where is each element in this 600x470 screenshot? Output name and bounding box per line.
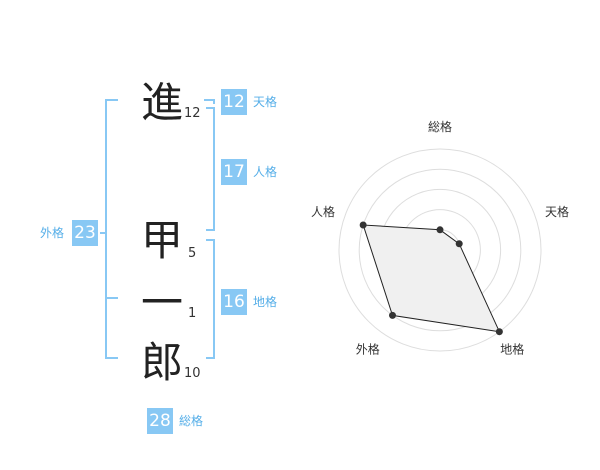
chikaku-bracket	[206, 239, 215, 359]
jinkaku-bracket	[206, 107, 215, 231]
radar-axis-label-0: 総格	[428, 119, 452, 134]
name-char-2: 甲	[141, 216, 184, 265]
radar-point-4	[359, 221, 367, 229]
jinkaku-label: 人格	[253, 165, 278, 179]
radar-points	[359, 221, 503, 336]
name-char-3: 一	[141, 278, 184, 327]
chikaku-value: 16	[221, 289, 247, 315]
gaikaku-value: 23	[72, 220, 98, 246]
radar-axis-label-1: 天格	[545, 204, 569, 219]
radar-axis-label-2: 地格	[500, 342, 524, 357]
radar-point-1	[455, 240, 463, 248]
stroke-count-3: 1	[188, 306, 197, 321]
name-char-1: 進	[141, 78, 184, 127]
radar-area	[362, 224, 501, 333]
soukaku-value: 28	[147, 408, 173, 434]
tenkaku-value: 12	[221, 89, 247, 115]
tenkaku-bracket	[204, 99, 215, 104]
radar-axis-label-3: 外格	[356, 342, 380, 357]
radar-ring-5	[338, 148, 542, 352]
radar-point-2	[495, 328, 503, 336]
soukaku-label: 総格	[179, 414, 204, 428]
radar-point-0	[436, 226, 444, 234]
stroke-count-2: 5	[188, 246, 197, 261]
radar-axis-label-4: 人格	[311, 204, 335, 219]
stroke-count-1: 12	[184, 106, 201, 121]
tenkaku-label: 天格	[253, 95, 278, 109]
name-char-4: 郎	[141, 338, 184, 387]
gaikaku-bracket	[105, 99, 118, 359]
stroke-count-4: 10	[184, 366, 201, 381]
jinkaku-value: 17	[221, 159, 247, 185]
radar-point-3	[389, 311, 397, 319]
radar-ring-4	[358, 168, 522, 332]
chikaku-label: 地格	[253, 295, 278, 309]
gaikaku-label: 外格	[40, 226, 65, 240]
